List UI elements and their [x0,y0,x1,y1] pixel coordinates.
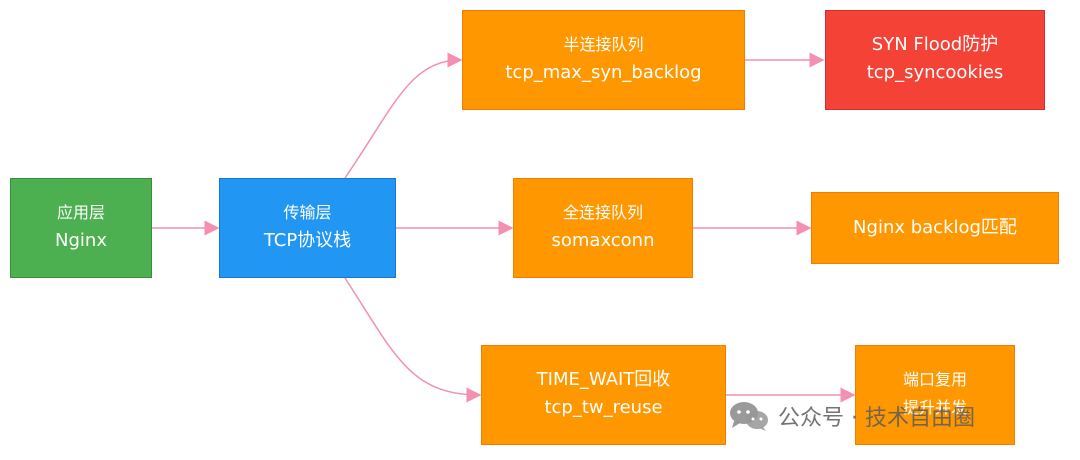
node-port-reuse: 端口复用 提升并发 [855,345,1015,445]
edge-tcp-to-time-wait [344,277,482,403]
watermark-text: 公众号 · 技术自由圈 [778,406,975,431]
node-nginx-backlog: Nginx backlog匹配 [811,192,1059,264]
node-syn-flood-detail: tcp_syncookies [866,62,1004,83]
watermark: 公众号 · 技术自由圈 [728,398,975,434]
node-port-reuse-title: 端口复用 [902,370,967,389]
node-syn-queue-detail: tcp_max_syn_backlog [505,62,702,83]
node-transport-layer-detail: TCP协议栈 [263,230,352,251]
node-syn-flood-protection: SYN Flood防护 tcp_syncookies [825,10,1045,110]
node-time-wait-title: TIME_WAIT回收 [536,369,671,390]
node-time-wait-detail: tcp_tw_reuse [544,397,663,418]
node-port-reuse-detail: 提升并发 [902,398,967,417]
node-transport-layer: 传输层 TCP协议栈 [219,178,396,278]
node-syn-queue: 半连接队列 tcp_max_syn_backlog [462,10,745,110]
node-transport-layer-title: 传输层 [283,203,332,222]
node-nginx-backlog-label: Nginx backlog匹配 [853,217,1017,238]
node-time-wait: TIME_WAIT回收 tcp_tw_reuse [481,345,726,445]
node-app-layer-title: 应用层 [56,203,105,222]
node-syn-flood-title: SYN Flood防护 [871,34,999,55]
node-accept-queue-detail: somaxconn [551,230,655,251]
node-syn-queue-title: 半连接队列 [563,35,644,54]
node-app-layer: 应用层 Nginx [10,178,152,278]
node-accept-queue: 全连接队列 somaxconn [513,178,693,278]
wechat-icon [730,402,768,431]
edge-tcp-to-syn-queue [344,52,463,179]
node-app-layer-detail: Nginx [55,230,107,251]
node-accept-queue-title: 全连接队列 [562,203,643,222]
